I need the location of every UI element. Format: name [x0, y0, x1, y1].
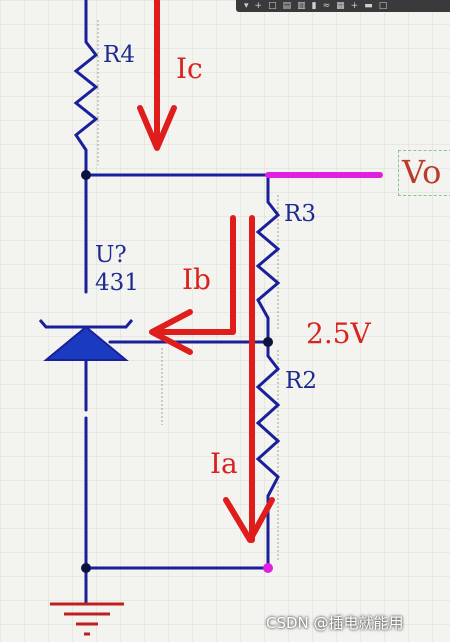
toolbar-icon-9[interactable]: ▬: [364, 0, 373, 11]
resistor-r3: [255, 201, 281, 319]
label-voltage: 2.5V: [306, 317, 371, 350]
label-r3: R3: [284, 201, 316, 227]
resistor-r4: [73, 41, 99, 151]
watermark: CSDN @插电就能用: [266, 614, 404, 632]
label-vo: Vo: [402, 153, 442, 191]
node-bottom-right: [263, 563, 273, 573]
node-ref: [263, 337, 273, 347]
label-ib: Ib: [182, 263, 211, 296]
node-bottom-left: [81, 563, 91, 573]
component-outlines: [97, 20, 279, 560]
arrow-ia-head: [223, 497, 275, 543]
toolbar-icon-2[interactable]: □: [268, 0, 277, 11]
toolbar-icon-6[interactable]: ≈: [322, 0, 331, 11]
toolbar-icon-8[interactable]: +: [350, 0, 359, 11]
toolbar-icon-7[interactable]: ▦: [336, 0, 345, 11]
ground-icon: [50, 602, 124, 636]
arrow-ib-path: [155, 215, 236, 335]
label-part: 431: [95, 270, 139, 296]
label-r4: R4: [103, 42, 135, 68]
toolbar-icon-10[interactable]: □: [378, 0, 388, 11]
label-ia: Ia: [210, 447, 238, 480]
tl431-symbol[interactable]: [38, 319, 134, 361]
current-arrows: [137, 0, 275, 543]
toolbar: ▾ + □ ▤ ▥ ▮ ≈ ▦ + ▬ □: [236, 0, 450, 12]
toolbar-icon-3[interactable]: ▤: [282, 0, 292, 11]
tl431-triangle: [43, 325, 129, 361]
label-ic: Ic: [176, 52, 203, 85]
arrow-ic-head: [137, 105, 177, 151]
label-r2: R2: [285, 368, 317, 394]
toolbar-icon-1[interactable]: +: [254, 0, 263, 11]
label-u: U?: [95, 242, 127, 268]
resistors: [73, 41, 281, 497]
vo-port-box[interactable]: [398, 150, 450, 196]
junctions: [81, 170, 273, 573]
toolbar-icon-4[interactable]: ▥: [297, 0, 306, 11]
tl431-bar: [38, 319, 134, 329]
arrow-ib-head: [149, 309, 193, 355]
wires: [84, 0, 270, 604]
toolbar-icon-0[interactable]: ▾: [244, 0, 249, 11]
resistor-r2: [255, 355, 281, 497]
toolbar-icon-5[interactable]: ▮: [311, 0, 317, 11]
node-top-left: [81, 170, 91, 180]
